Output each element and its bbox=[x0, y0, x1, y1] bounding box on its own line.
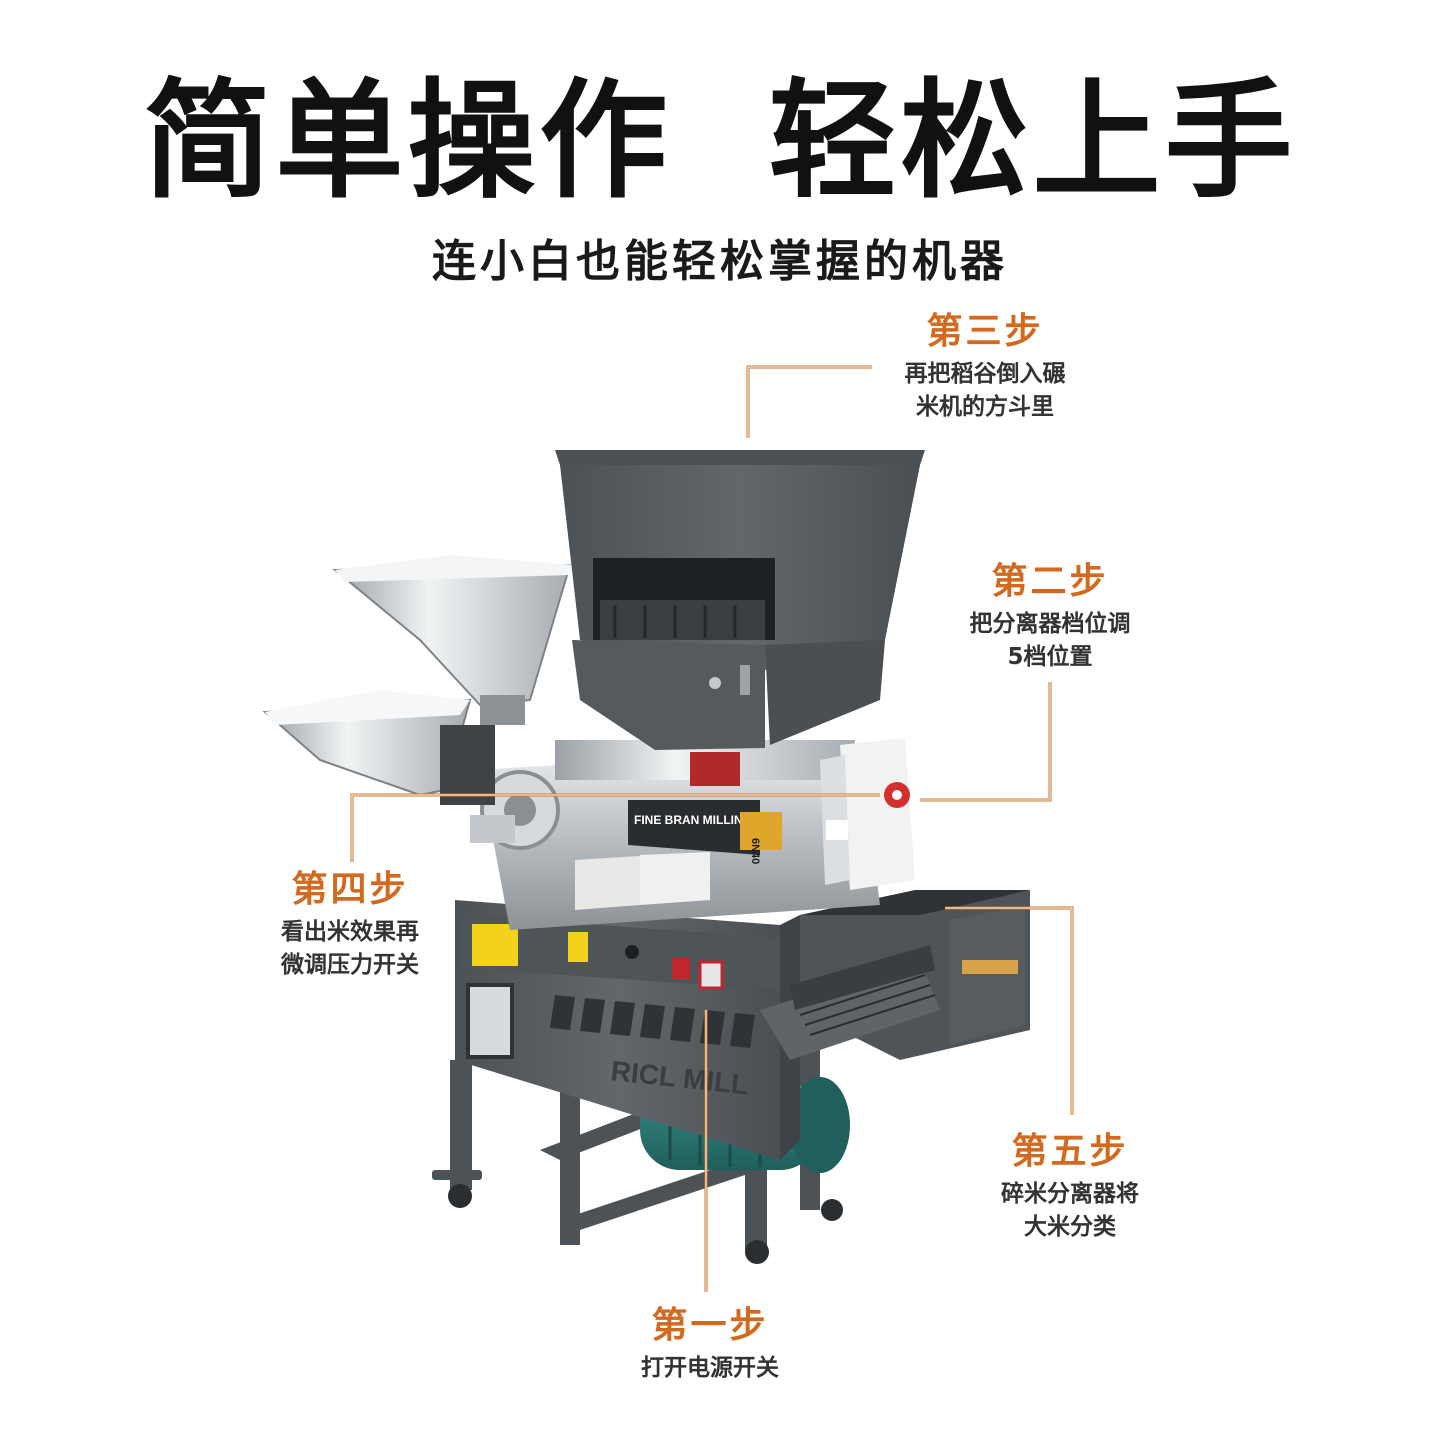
step5-callout: 第五步 碎米分离器将 大米分类 bbox=[965, 1132, 1175, 1244]
panel-label: FINE BRAN MILLING Pro bbox=[634, 813, 775, 827]
page-subtitle: 连小白也能轻松掌握的机器 bbox=[432, 236, 1008, 287]
feed-hopper bbox=[555, 450, 925, 750]
power-switch bbox=[672, 958, 690, 980]
step5-desc: 碎米分离器将 大米分类 bbox=[1001, 1180, 1139, 1240]
logo-emblem bbox=[690, 752, 740, 786]
model-label: 6N40 bbox=[749, 838, 761, 864]
step1-callout: 第一步 打开电源开关 bbox=[600, 1306, 820, 1385]
step2-callout: 第二步 把分离器档位调 5档位置 bbox=[945, 562, 1155, 674]
page-title: 简单操作 轻松上手 bbox=[143, 67, 1297, 216]
step2-label: 第二步 bbox=[991, 561, 1109, 602]
step2-desc: 把分离器档位调 5档位置 bbox=[969, 610, 1131, 670]
stainless-hoppers bbox=[262, 555, 575, 805]
step3-label: 第三步 bbox=[926, 311, 1044, 352]
warning-sticker bbox=[472, 924, 518, 966]
callout-line-step3 bbox=[746, 365, 872, 438]
step1-desc: 打开电源开关 bbox=[641, 1354, 779, 1381]
step4-callout: 第四步 看出米效果再 微调压力开关 bbox=[245, 870, 455, 982]
broken-rice-separator bbox=[760, 890, 1030, 1060]
step1-label: 第一步 bbox=[651, 1305, 769, 1346]
caster-wheels bbox=[448, 1184, 843, 1264]
step3-callout: 第三步 再把稻谷倒入碾 米机的方斗里 bbox=[880, 312, 1090, 424]
lower-cabinet: RICL MILL bbox=[455, 900, 800, 1160]
milling-chamber: FINE BRAN MILLING Pro 6N40 bbox=[470, 738, 915, 930]
step4-label: 第四步 bbox=[291, 869, 409, 910]
callout-line-step2 bbox=[920, 682, 1052, 802]
step5-label: 第五步 bbox=[1011, 1131, 1129, 1172]
step4-desc: 看出米效果再 微调压力开关 bbox=[281, 918, 419, 978]
step3-desc: 再把稻谷倒入碾 米机的方斗里 bbox=[904, 360, 1066, 420]
